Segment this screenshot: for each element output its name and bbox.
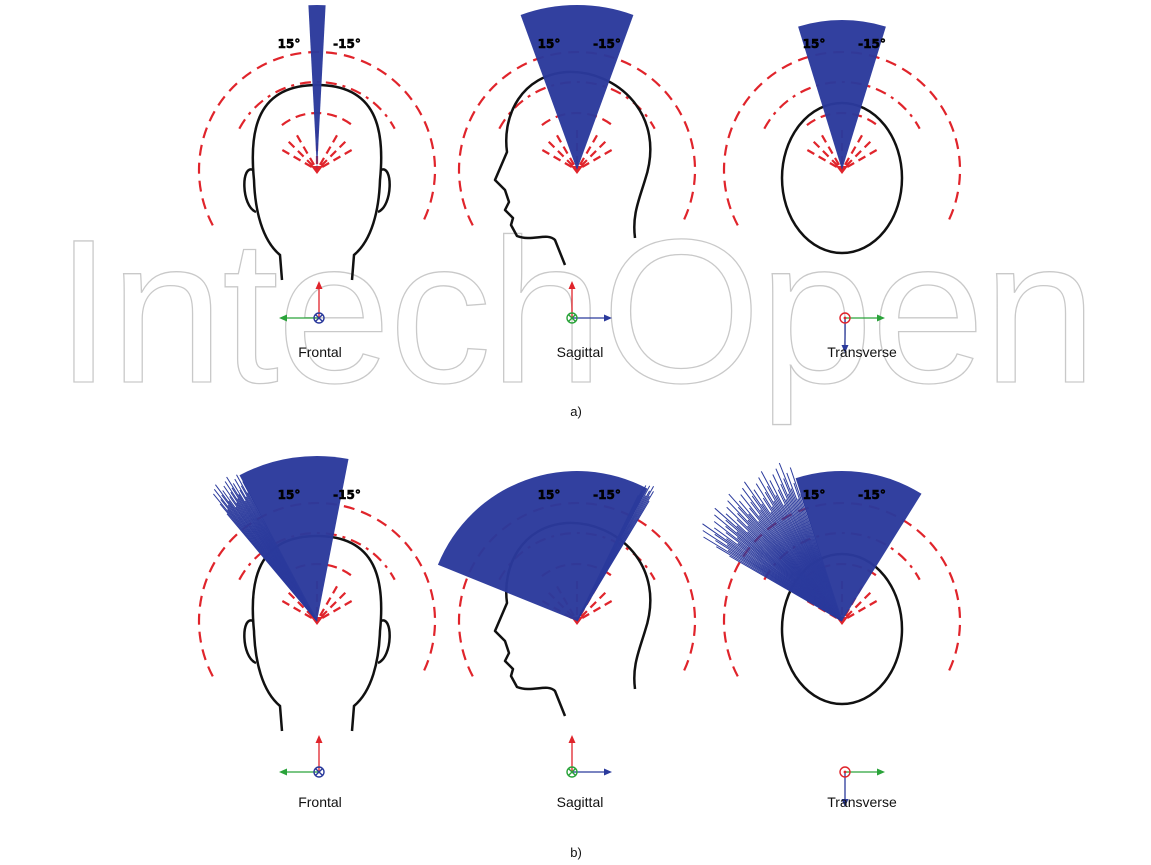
radial-dash [278,147,313,168]
arrow-head [877,768,885,776]
angle-label-left: 15° [538,37,561,51]
radial-dash [580,589,609,618]
axis-into-page-icon [566,766,578,778]
right-ear-outline [377,619,391,665]
angle-label-right: -15° [593,37,621,51]
arrow-head [604,314,612,322]
left-ear-outline [243,168,257,214]
arrow-head [315,735,323,743]
radial-dash [319,582,340,617]
angle-label-right: -15° [333,488,361,502]
radial-dash [545,138,574,167]
radial-dash [580,138,609,167]
angle-label-right: -15° [858,37,886,51]
drawing-layer: 15° -15° 15° -15° 15° -15° 15° -15° 15° -15° 15° -1… [197,4,962,807]
radial-dash [321,598,356,619]
axis-into-page-icon [313,312,325,324]
watermark: IntechOpen [55,197,1095,426]
direction-cone [798,20,886,171]
view-frontal-b: 15° -15° [197,455,437,778]
direction-cone [239,455,349,621]
view-label-sagittal-a: Sagittal [557,344,604,360]
angle-label-left: 15° [538,488,561,502]
axis-out-of-page-icon [839,766,851,778]
right-ear-outline [377,168,391,214]
angle-label-right: -15° [333,37,361,51]
view-sagittal-a: 15° -15° [457,5,697,324]
cone-ray [242,481,318,622]
radial-dash [285,589,314,618]
radial-dash [278,598,313,619]
radial-dash [321,147,356,168]
angle-label-right: -15° [593,488,621,502]
axis-into-page-icon [313,766,325,778]
cross-mark [315,768,323,776]
radial-dash [803,147,838,168]
angle-label-left: 15° [803,37,826,51]
angle-label-left: 15° [803,488,826,502]
radial-dash [581,598,616,619]
panel-label-a: a) [570,404,582,419]
arrow-head [841,799,849,807]
arrow-head [604,768,612,776]
view-transverse-a: 15° -15° [722,20,962,353]
cross-mark [315,314,323,322]
radial-dash [579,131,600,166]
radial-dash [320,589,349,618]
direction-cone [795,470,922,621]
dot-mark [843,316,847,320]
arrow-head [841,345,849,353]
axis-out-of-page-icon [839,312,851,324]
radial-dash [846,598,881,619]
panel-label-b: b) [570,845,582,860]
view-frontal-a: 15° -15° [197,4,437,324]
radial-dash [538,147,573,168]
radial-dash [554,131,575,166]
left-ear-outline [243,619,257,665]
view-label-frontal-a: Frontal [298,344,342,360]
radial-dash [810,138,839,167]
view-transverse-b: 15° -15° [702,462,962,807]
cross-mark [568,768,576,776]
arrow-head [568,281,576,289]
arrow-head [568,735,576,743]
view-label-transverse-b: Transverse [827,794,897,810]
cone-ray [800,493,843,622]
radial-dash [844,131,865,166]
view-label-transverse-a: Transverse [827,344,897,360]
arrow-head [315,281,323,289]
angle-label-left: 15° [278,488,301,502]
arrow-head [279,314,287,322]
arrow-head [877,314,885,322]
radial-dash [285,138,314,167]
radial-dash [294,131,315,166]
radial-dash [845,589,874,618]
view-label-frontal-b: Frontal [298,794,342,810]
angle-label-left: 15° [278,37,301,51]
radial-dash [319,131,340,166]
direction-cone [520,5,634,171]
radial-dash [819,131,840,166]
angle-label-right: -15° [858,488,886,502]
dot-mark [843,770,847,774]
radial-dash [581,147,616,168]
radial-dash [320,138,349,167]
cross-mark [568,314,576,322]
view-sagittal-b: 15° -15° [437,471,697,778]
axis-into-page-icon [566,312,578,324]
cone-ray [576,500,650,622]
view-label-sagittal-b: Sagittal [557,794,604,810]
radial-dash [846,147,881,168]
direction-cone [308,4,326,170]
arrow-head [279,768,287,776]
radial-dash [845,138,874,167]
